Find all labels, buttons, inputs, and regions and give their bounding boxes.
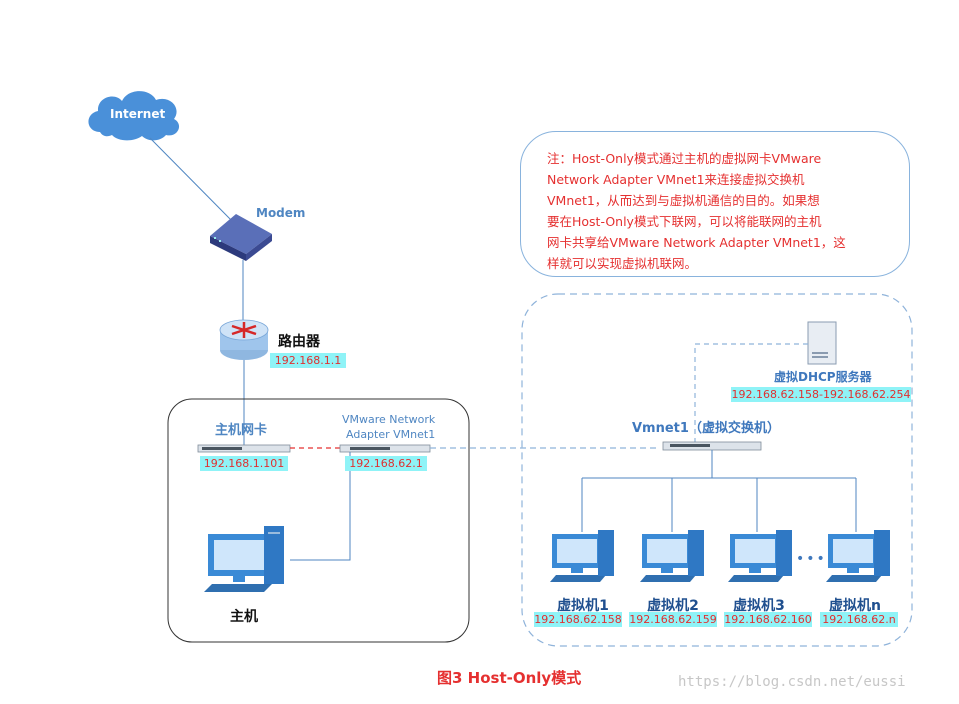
vm2-ip: 192.168.62.159	[629, 612, 717, 627]
host-computer-icon	[204, 526, 284, 592]
note-line-6: 样就可以实现虚拟机联网。	[547, 256, 698, 271]
host-nic-icon	[197, 444, 291, 453]
vmnet-adapter-icon	[339, 444, 431, 453]
vm3-computer-icon	[728, 530, 792, 582]
vmn-label: 虚拟机n	[829, 598, 881, 614]
modem-label: Modem	[256, 206, 306, 220]
dhcp-ip-range: 192.168.62.158-192.168.62.254	[731, 387, 911, 402]
vm1-computer-icon	[550, 530, 614, 582]
dhcp-label: 虚拟DHCP服务器	[774, 370, 872, 384]
adapter-host-link	[290, 452, 351, 561]
router-ip: 192.168.1.1	[270, 353, 346, 368]
vmnet-adapter-label-2: Adapter VMnet1	[346, 428, 436, 441]
vm1-label: 虚拟机1	[557, 598, 609, 614]
modem-icon	[210, 214, 272, 261]
internet-modem-link	[149, 137, 236, 225]
note-line-1: 注：Host-Only模式通过主机的虚拟网卡VMware	[547, 151, 822, 166]
vm3-ip: 192.168.62.160	[724, 612, 812, 627]
note-line-3: VMnet1，从而达到与虚拟机通信的目的。如果想	[547, 193, 820, 208]
explanation-note: 注：Host-Only模式通过主机的虚拟网卡VMware Network Ada…	[520, 131, 910, 277]
vm1-ip: 192.168.62.158	[534, 612, 622, 627]
vmnet-adapter-ip: 192.168.62.1	[345, 456, 427, 471]
watermark-text: https://blog.csdn.net/eussi	[678, 674, 906, 690]
host-nic-label: 主机网卡	[215, 423, 268, 438]
vswitch-icon	[662, 441, 762, 451]
vm-ellipsis: •••	[796, 551, 827, 567]
vmn-ip: 192.168.62.n	[820, 612, 898, 627]
dhcp-server-icon	[807, 321, 837, 365]
vm2-label: 虚拟机2	[647, 598, 699, 614]
vswitch-label: Vmnet1（虚拟交换机）	[632, 421, 780, 436]
vm-area-frame	[521, 293, 913, 647]
vmn-computer-icon	[826, 530, 890, 582]
internet-label: Internet	[110, 107, 166, 121]
vmnet-adapter-label-1: VMware Network	[342, 413, 436, 426]
router-label: 路由器	[278, 334, 320, 350]
note-line-4: 要在Host-Only模式下联网，可以将能联网的主机	[547, 214, 822, 229]
note-line-2: Network Adapter VMnet1来连接虚拟交换机	[547, 172, 805, 187]
vm2-computer-icon	[640, 530, 704, 582]
figure-caption: 图3 Host-Only模式	[437, 669, 582, 687]
host-label: 主机	[230, 609, 258, 625]
host-machine-frame	[167, 398, 470, 643]
host-nic-ip: 192.168.1.101	[200, 456, 288, 471]
router-icon	[219, 319, 269, 360]
note-line-5: 网卡共享给VMware Network Adapter VMnet1，这	[547, 235, 846, 250]
dhcp-vswitch-dashed-link	[694, 343, 808, 444]
internet-cloud-icon	[88, 91, 180, 141]
vm3-label: 虚拟机3	[733, 598, 785, 614]
